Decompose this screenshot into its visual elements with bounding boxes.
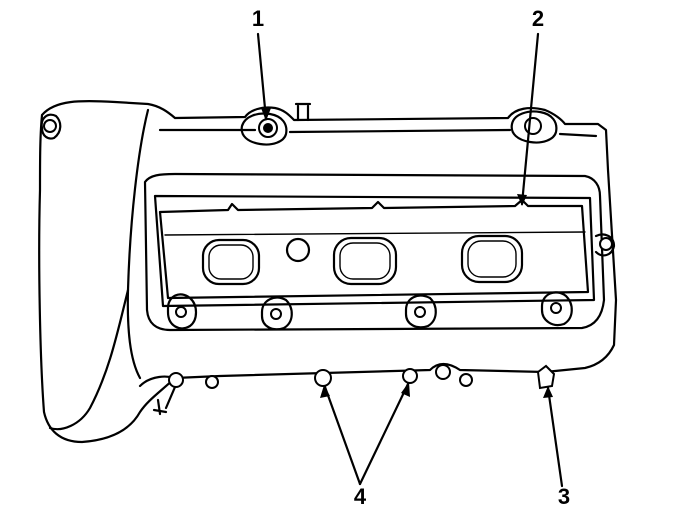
bolt-top-right — [524, 117, 542, 135]
cover-outline — [38, 100, 618, 444]
arrow-4a — [320, 385, 330, 398]
bolt-ear-right — [599, 237, 613, 251]
vent-tube — [294, 102, 312, 122]
lower-boss-1 — [166, 293, 198, 330]
lower-boss-2 — [260, 296, 293, 331]
callout-label-3: 3 — [557, 484, 571, 509]
leader-line-4a — [323, 385, 362, 486]
center-recess-outer — [143, 172, 606, 332]
callout-label-2: 2 — [531, 6, 545, 31]
stud-lower-1 — [205, 375, 219, 389]
plug-opening-3 — [460, 234, 524, 284]
stud-lower-2 — [459, 373, 473, 387]
leader-line-2 — [520, 32, 540, 206]
cover-top-rail — [158, 128, 598, 138]
vent-hole — [285, 237, 311, 263]
lower-boss-4 — [540, 291, 573, 327]
callout-label-4: 4 — [353, 484, 367, 509]
boss-bolt-1 — [175, 306, 187, 318]
stud-4b — [402, 368, 418, 384]
plug-opening-2 — [332, 236, 398, 286]
callout-label-1: 1 — [251, 6, 265, 31]
baffle-plate — [158, 198, 590, 300]
boss-bolt-4 — [550, 302, 562, 314]
cover-front-edge — [126, 108, 150, 380]
arrow-3 — [543, 386, 553, 398]
left-mount-ear — [40, 113, 62, 140]
arrow-1 — [261, 108, 271, 121]
stud-4a — [314, 369, 332, 387]
center-recess-inner — [153, 194, 596, 308]
cover-side-contour — [48, 288, 130, 431]
bolt-1-center — [263, 123, 273, 133]
bolt-lower-left — [168, 372, 184, 388]
plug-opening-2-inner — [339, 242, 391, 280]
boss-bolt-3 — [414, 306, 426, 318]
top-boss-left — [240, 112, 288, 146]
fastener-3 — [536, 364, 556, 390]
top-boss-right — [510, 110, 558, 144]
arrow-4b — [401, 382, 410, 397]
plug-opening-1 — [201, 238, 261, 286]
plug-opening-1-inner — [208, 244, 254, 280]
plug-opening-3-inner — [467, 240, 517, 278]
bolt-ear-left — [43, 119, 57, 133]
right-mount-ear — [594, 233, 616, 257]
leader-line-1 — [256, 32, 268, 121]
lower-boss-3 — [404, 294, 437, 329]
boss-bolt-2 — [270, 308, 282, 320]
arrow-2 — [517, 194, 527, 206]
leader-line-4b — [358, 382, 410, 486]
baffle-edge — [164, 231, 586, 236]
leader-line-3 — [546, 386, 564, 488]
bolt-lower-mid — [435, 364, 451, 380]
